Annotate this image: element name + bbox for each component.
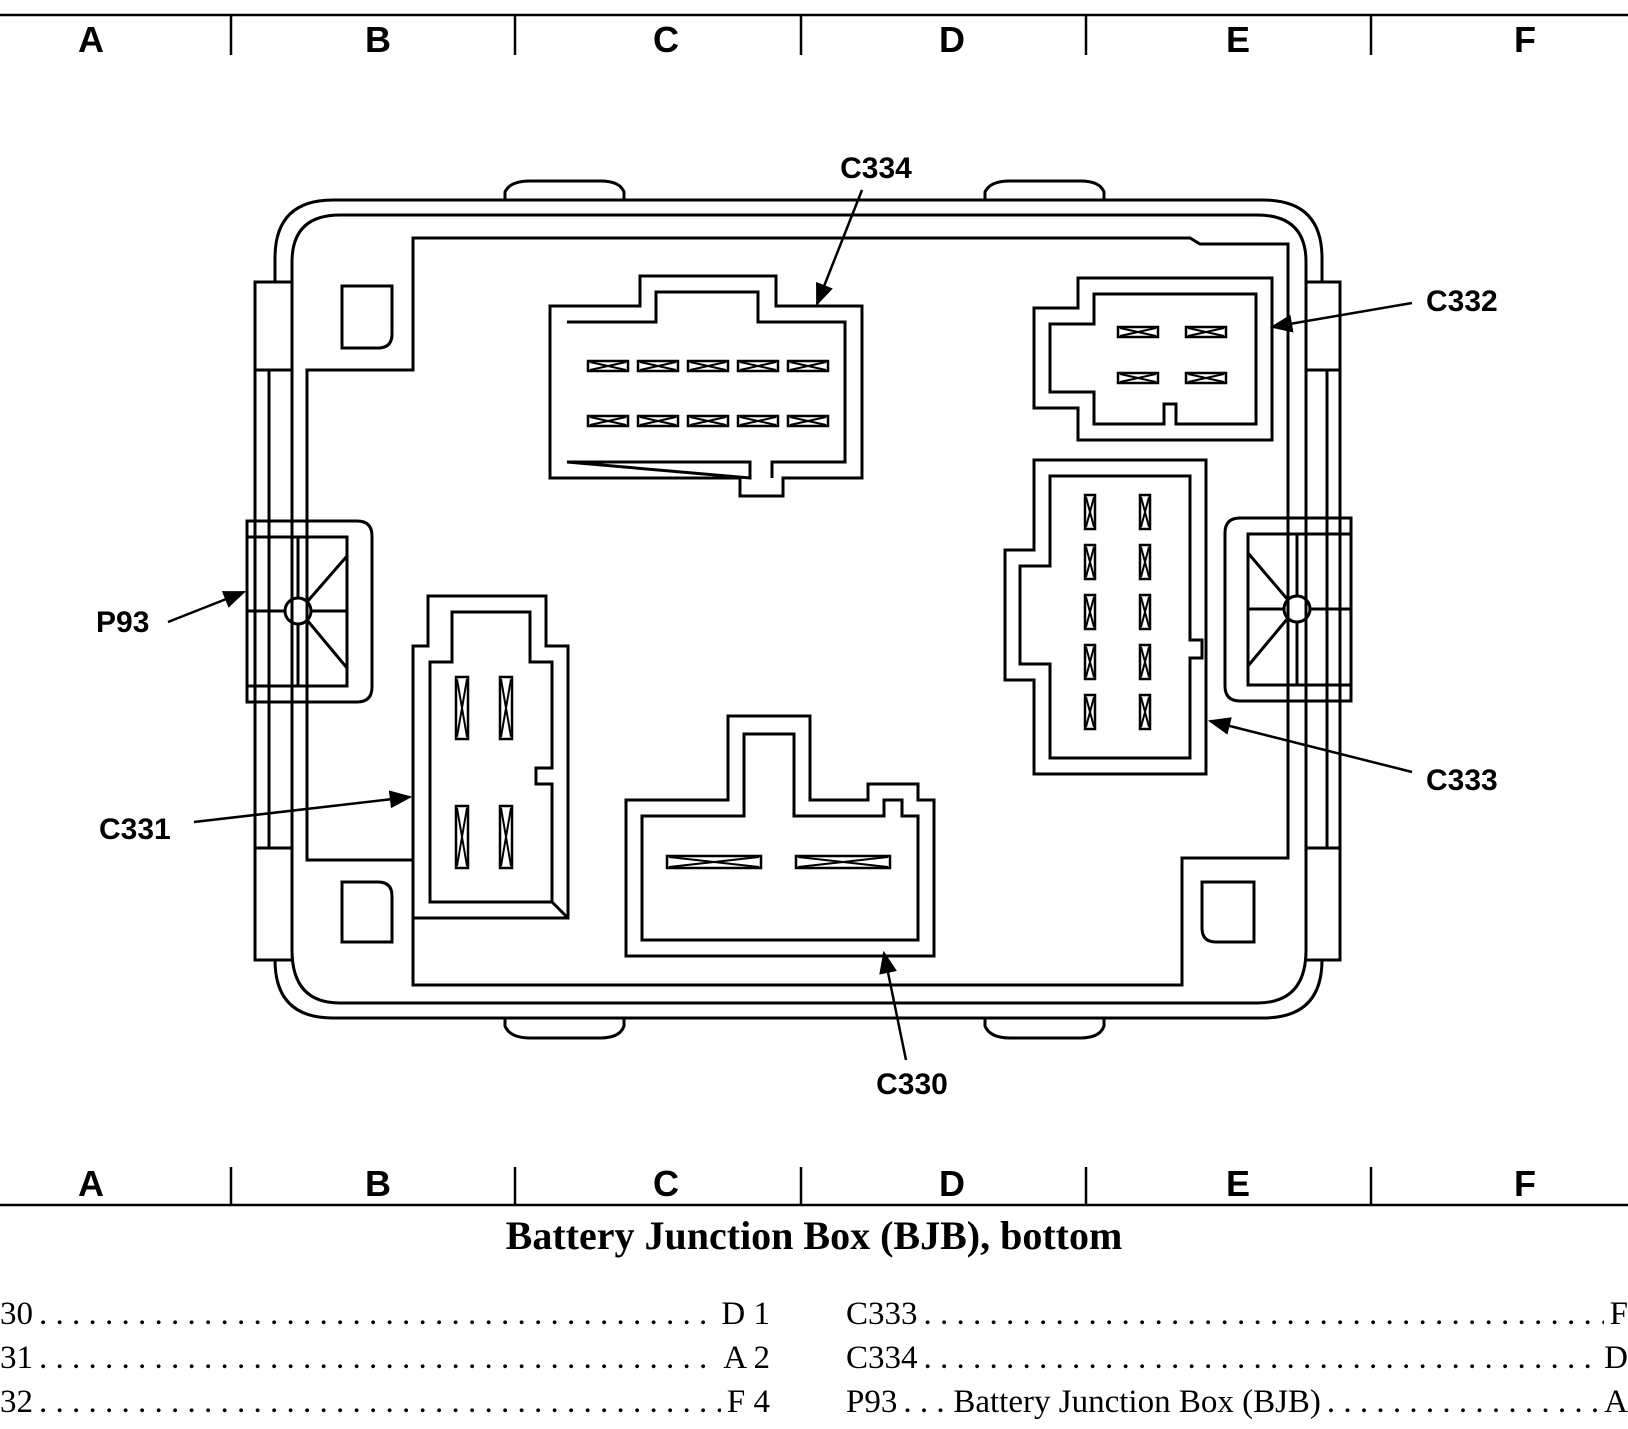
grid-ruler-top	[0, 13, 1628, 55]
index-code: 32	[0, 1384, 33, 1420]
grid-col-b: B	[365, 1163, 391, 1204]
grid-col-a: A	[78, 1163, 104, 1204]
junction-box-housing	[253, 179, 1342, 1040]
index-code: C334	[846, 1340, 918, 1376]
grid-col-f: F	[1514, 1163, 1536, 1204]
grid-col-c: C	[653, 1163, 679, 1204]
c331-pins	[454, 675, 514, 870]
c332-connector	[1032, 276, 1274, 442]
right-mount-bracket	[1223, 516, 1353, 703]
c330-arrow	[879, 950, 908, 1061]
leader-dots	[39, 1296, 715, 1333]
c331-connector	[411, 594, 570, 920]
grid-col-b: B	[365, 19, 391, 60]
grid-col-e: E	[1226, 1163, 1250, 1204]
c331-arrow	[193, 790, 413, 824]
grid-col-c: C	[653, 19, 679, 60]
index-description: Battery Junction Box (BJB)	[953, 1384, 1321, 1420]
figure-caption: Battery Junction Box (BJB), bottom	[505, 1213, 1123, 1258]
index-location: D 1	[721, 1296, 770, 1332]
leader-dots	[903, 1384, 947, 1421]
c332-label: C332	[1426, 285, 1498, 318]
c333-arrow	[1207, 717, 1413, 774]
index-location: A	[1604, 1384, 1628, 1420]
c333-connector	[1003, 458, 1208, 776]
p93-arrow	[167, 590, 247, 624]
index-location: F 4	[726, 1384, 770, 1420]
index-code: 30	[0, 1296, 33, 1332]
c334-connector	[548, 274, 864, 498]
index-row: 31 A 2	[0, 1340, 770, 1380]
callout-arrows	[167, 189, 1413, 1061]
index-location: D	[1604, 1340, 1628, 1376]
index-row: C333 F	[846, 1296, 1628, 1336]
grid-col-e: E	[1226, 19, 1250, 60]
index-row: P93 Battery Junction Box (BJB) A	[846, 1384, 1628, 1424]
index-row: C334 D	[846, 1340, 1628, 1380]
bjb-diagram: A B C D E F A B C D E F	[0, 13, 1628, 1207]
leader-dots	[1327, 1384, 1598, 1421]
c332-arrow	[1269, 301, 1413, 333]
grid-letters-top: A B C D E F	[78, 19, 1536, 60]
grid-col-f: F	[1514, 19, 1536, 60]
p93-label: P93	[96, 606, 149, 639]
grid-col-d: D	[939, 1163, 965, 1204]
leader-dots	[924, 1340, 1599, 1377]
c333-pins	[1083, 493, 1152, 731]
c330-connector	[624, 714, 936, 958]
grid-letters-bottom: A B C D E F	[78, 1163, 1536, 1204]
c331-label: C331	[99, 813, 171, 846]
grid-col-a: A	[78, 19, 104, 60]
grid-col-d: D	[939, 19, 965, 60]
index-code: C333	[846, 1296, 918, 1332]
c330-pins	[665, 854, 892, 870]
index-row: 32 F 4	[0, 1384, 770, 1424]
grid-ruler-bottom	[0, 1167, 1628, 1207]
c334-arrow	[815, 189, 864, 307]
c334-label: C334	[840, 152, 912, 185]
c332-pins	[1116, 325, 1228, 385]
index-row: 30 D 1	[0, 1296, 770, 1336]
leader-dots	[39, 1384, 721, 1421]
leader-dots	[39, 1340, 717, 1377]
index-location: A 2	[723, 1340, 770, 1376]
c334-pins	[586, 359, 830, 428]
p93-mount-bracket	[245, 519, 374, 704]
index-location: F	[1609, 1296, 1628, 1332]
leader-dots	[924, 1296, 1604, 1333]
index-code: 31	[0, 1340, 33, 1376]
c330-label: C330	[876, 1068, 948, 1101]
callout-labels: C334 C332 P93 C333 C331 C330	[96, 152, 1498, 1101]
index-code: P93	[846, 1384, 898, 1420]
c333-label: C333	[1426, 764, 1498, 797]
